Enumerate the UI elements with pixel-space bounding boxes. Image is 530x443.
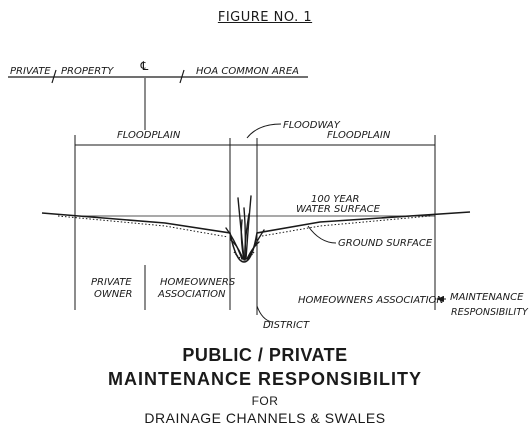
ground-surface-leader [307,225,337,244]
label-property: PROPERTY [61,66,114,77]
label-private: PRIVATE [10,66,51,77]
label-maintenance-line2: RESPONSIBILITY [451,307,529,318]
label-water-surface-line1: 100 YEAR [311,194,359,205]
label-maintenance-line1: MAINTENANCE [450,292,524,303]
label-floodplain-right: FLOODPLAIN [327,130,391,141]
floodway-leader [246,123,282,139]
ground-surface-profile [41,211,471,263]
vegetation-icon [225,195,265,261]
caption-line2: MAINTENANCE RESPONSIBILITY [107,369,423,389]
label-hoa-left-line1: HOMEOWNERS [160,277,236,288]
label-private-owner-line2: OWNER [94,289,133,300]
label-water-surface-line2: WATER SURFACE [296,204,381,215]
property-line [8,69,308,84]
label-hoa-left-line2: ASSOCIATION [157,289,226,300]
label-private-owner-line1: PRIVATE [91,277,132,288]
label-hoa-right: HOMEOWNERS ASSOCIATION [298,295,444,306]
label-hoa-common-area: HOA COMMON AREA [196,66,299,77]
district-leader [256,305,273,323]
figure-title: FIGURE NO. 1 [217,10,313,25]
caption-line3: FOR [251,394,279,408]
caption-line4: DRAINAGE CHANNELS & SWALES [144,410,386,426]
boundary-lines [74,135,436,315]
centerline-symbol: ℄ [139,59,150,73]
label-district: DISTRICT [263,320,310,331]
label-floodway: FLOODWAY [283,120,341,131]
label-floodplain-left: FLOODPLAIN [117,130,181,141]
caption-line1: PUBLIC / PRIVATE [182,345,348,365]
label-ground-surface: GROUND SURFACE [338,238,433,249]
